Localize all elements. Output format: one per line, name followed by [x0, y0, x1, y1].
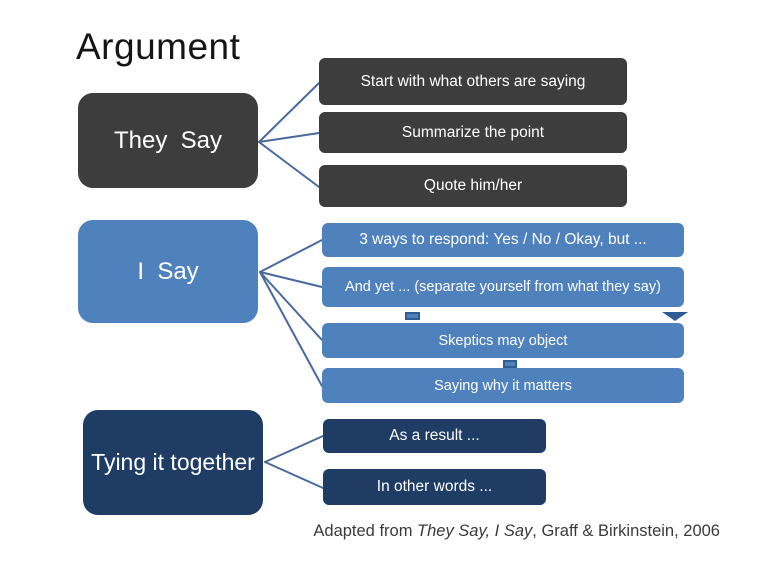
node-label: Tying it together [91, 449, 255, 475]
child-node-why-it-matters: Saying why it matters [322, 368, 684, 403]
child-label: 3 ways to respond: Yes / No / Okay, but … [359, 231, 647, 248]
child-label: In other words ... [376, 478, 493, 495]
node-they-say: They Say [78, 93, 258, 188]
child-label: Summarize the point [401, 123, 545, 141]
node-label: They Say [113, 126, 223, 154]
slide-title: Argument [76, 26, 241, 67]
child-node-and-yet: And yet ... (separate yourself from what… [322, 267, 684, 307]
caption-prefix: Adapted from [313, 522, 418, 540]
caption-book-title: They Say, I Say [417, 522, 533, 540]
node-tying-it-together: Tying it together [83, 410, 263, 515]
child-node-in-other-words: In other words ... [323, 469, 546, 505]
child-node-as-a-result: As a result ... [323, 419, 546, 453]
node-i-say: I Say [78, 220, 258, 323]
child-label: Start with what others are saying [360, 72, 586, 90]
child-node-summarize: Summarize the point [319, 112, 627, 153]
child-label: Skeptics may object [438, 332, 568, 349]
node-label: I Say [137, 257, 199, 285]
source-caption: Adapted from They Say, I Say, Graff & Bi… [0, 522, 720, 541]
small-rect-marker [503, 360, 517, 368]
child-label: And yet ... (separate yourself from what… [345, 279, 661, 295]
child-node-skeptics: Skeptics may object [322, 323, 684, 358]
child-node-quote: Quote him/her [319, 165, 627, 207]
child-label: Saying why it matters [434, 377, 572, 394]
child-label: Quote him/her [423, 177, 523, 194]
child-node-3-ways: 3 ways to respond: Yes / No / Okay, but … [322, 223, 684, 257]
child-node-start-with-others: Start with what others are saying [319, 58, 627, 105]
caption-suffix: , Graff & Birkinstein, 2006 [532, 522, 720, 540]
child-label: As a result ... [389, 427, 480, 444]
small-rect-marker [405, 312, 420, 320]
down-arrow-marker [662, 312, 688, 321]
